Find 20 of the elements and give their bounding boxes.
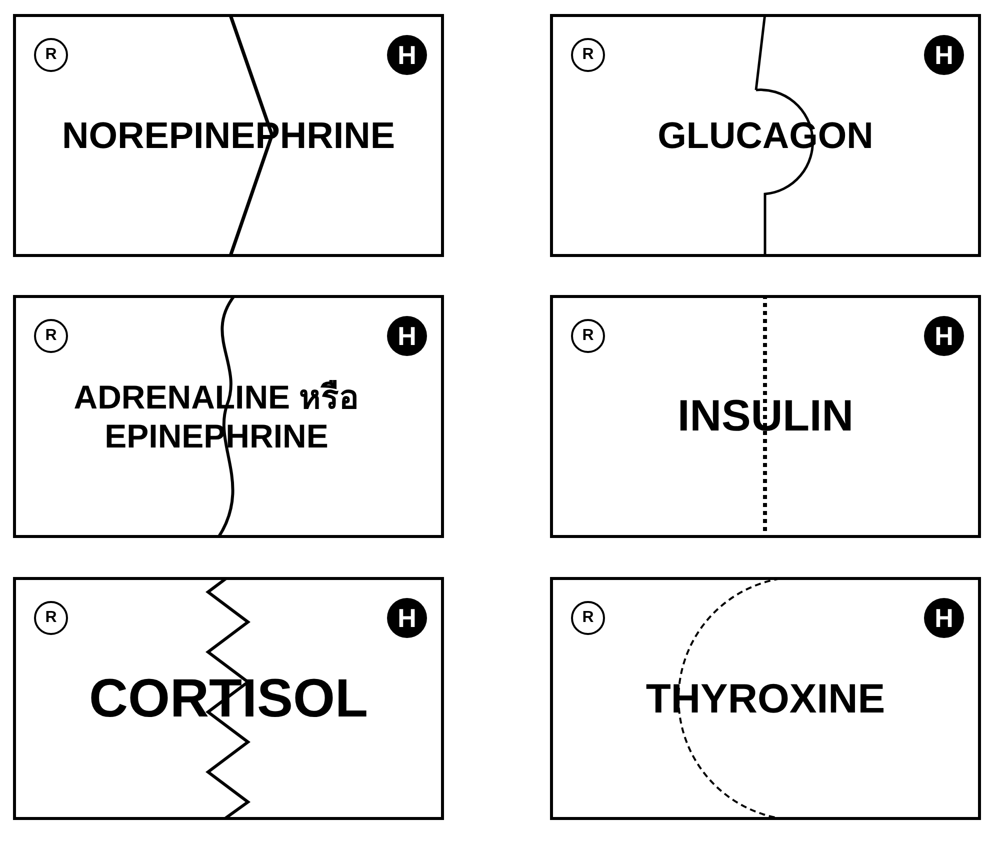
receptor-badge: R — [571, 319, 605, 353]
hormone-name: THYROXINE — [646, 674, 886, 723]
hormone-card — [550, 14, 981, 257]
hormone-card — [550, 295, 981, 538]
hormone-card — [13, 295, 444, 538]
receptor-badge: R — [34, 601, 68, 635]
hormone-badge: H — [924, 35, 964, 75]
receptor-badge: R — [34, 319, 68, 353]
receptor-badge: R — [34, 38, 68, 72]
hormone-badge: H — [924, 316, 964, 356]
receptor-badge: R — [571, 38, 605, 72]
hormone-badge: H — [387, 35, 427, 75]
hormone-badge: H — [387, 598, 427, 638]
receptor-badge: R — [571, 601, 605, 635]
hormone-card — [13, 577, 444, 820]
hormone-badge: H — [924, 598, 964, 638]
hormone-name: INSULIN — [678, 390, 854, 442]
hormone-card — [550, 577, 981, 820]
hormone-card — [13, 14, 444, 257]
hormone-badge: H — [387, 316, 427, 356]
